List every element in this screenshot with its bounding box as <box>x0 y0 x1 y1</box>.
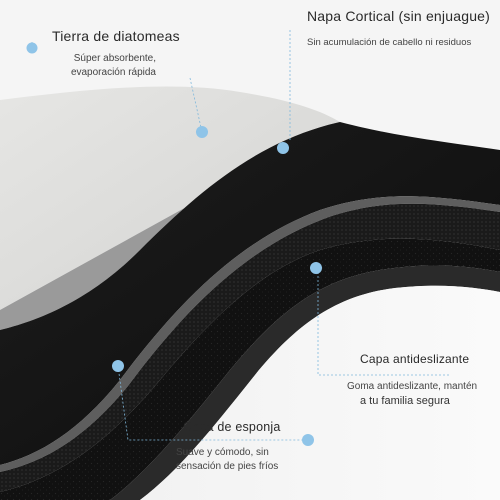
diatomaceous-surface <box>0 86 340 310</box>
antislip-desc-line1: Goma antideslizante, mantén <box>347 381 478 392</box>
marker-sponge-title <box>302 434 314 446</box>
cortical-title: Napa Cortical (sin enjuague) <box>307 8 491 24</box>
marker-sponge-layer <box>112 360 124 372</box>
marker-cortical-layer <box>277 142 289 154</box>
sponge-layer <box>0 203 500 492</box>
sponge-title: Capa de esponja <box>183 420 281 434</box>
diatomaceous-desc-line1: Súper absorbente, <box>73 53 156 64</box>
antislip-layer <box>110 265 500 500</box>
antislip-title: Capa antideslizante <box>360 352 470 366</box>
antislip-desc-line2: a tu familia segura <box>360 395 450 407</box>
stone-edge <box>0 122 340 330</box>
cortical-layer <box>0 122 500 465</box>
marker-diatomaceous-layer <box>196 126 208 138</box>
layer-separator-1 <box>0 196 500 472</box>
sponge-desc-line1: Suave y cómodo, sin <box>176 447 269 458</box>
marker-diatomaceous-title <box>26 42 38 54</box>
diatomaceous-desc-line2: evaporación rápida <box>70 67 156 78</box>
lower-black-layer <box>0 238 500 500</box>
sponge-desc-line2: sensación de pies fríos <box>176 461 279 472</box>
marker-antislip-layer <box>310 262 322 274</box>
markers <box>26 42 322 446</box>
cortical-desc: Sin acumulación de cabello ni residuos <box>307 37 472 48</box>
leader-sponge <box>117 365 308 441</box>
diatomaceous-title: Tierra de diatomeas <box>52 28 180 44</box>
floor-area <box>140 285 500 500</box>
